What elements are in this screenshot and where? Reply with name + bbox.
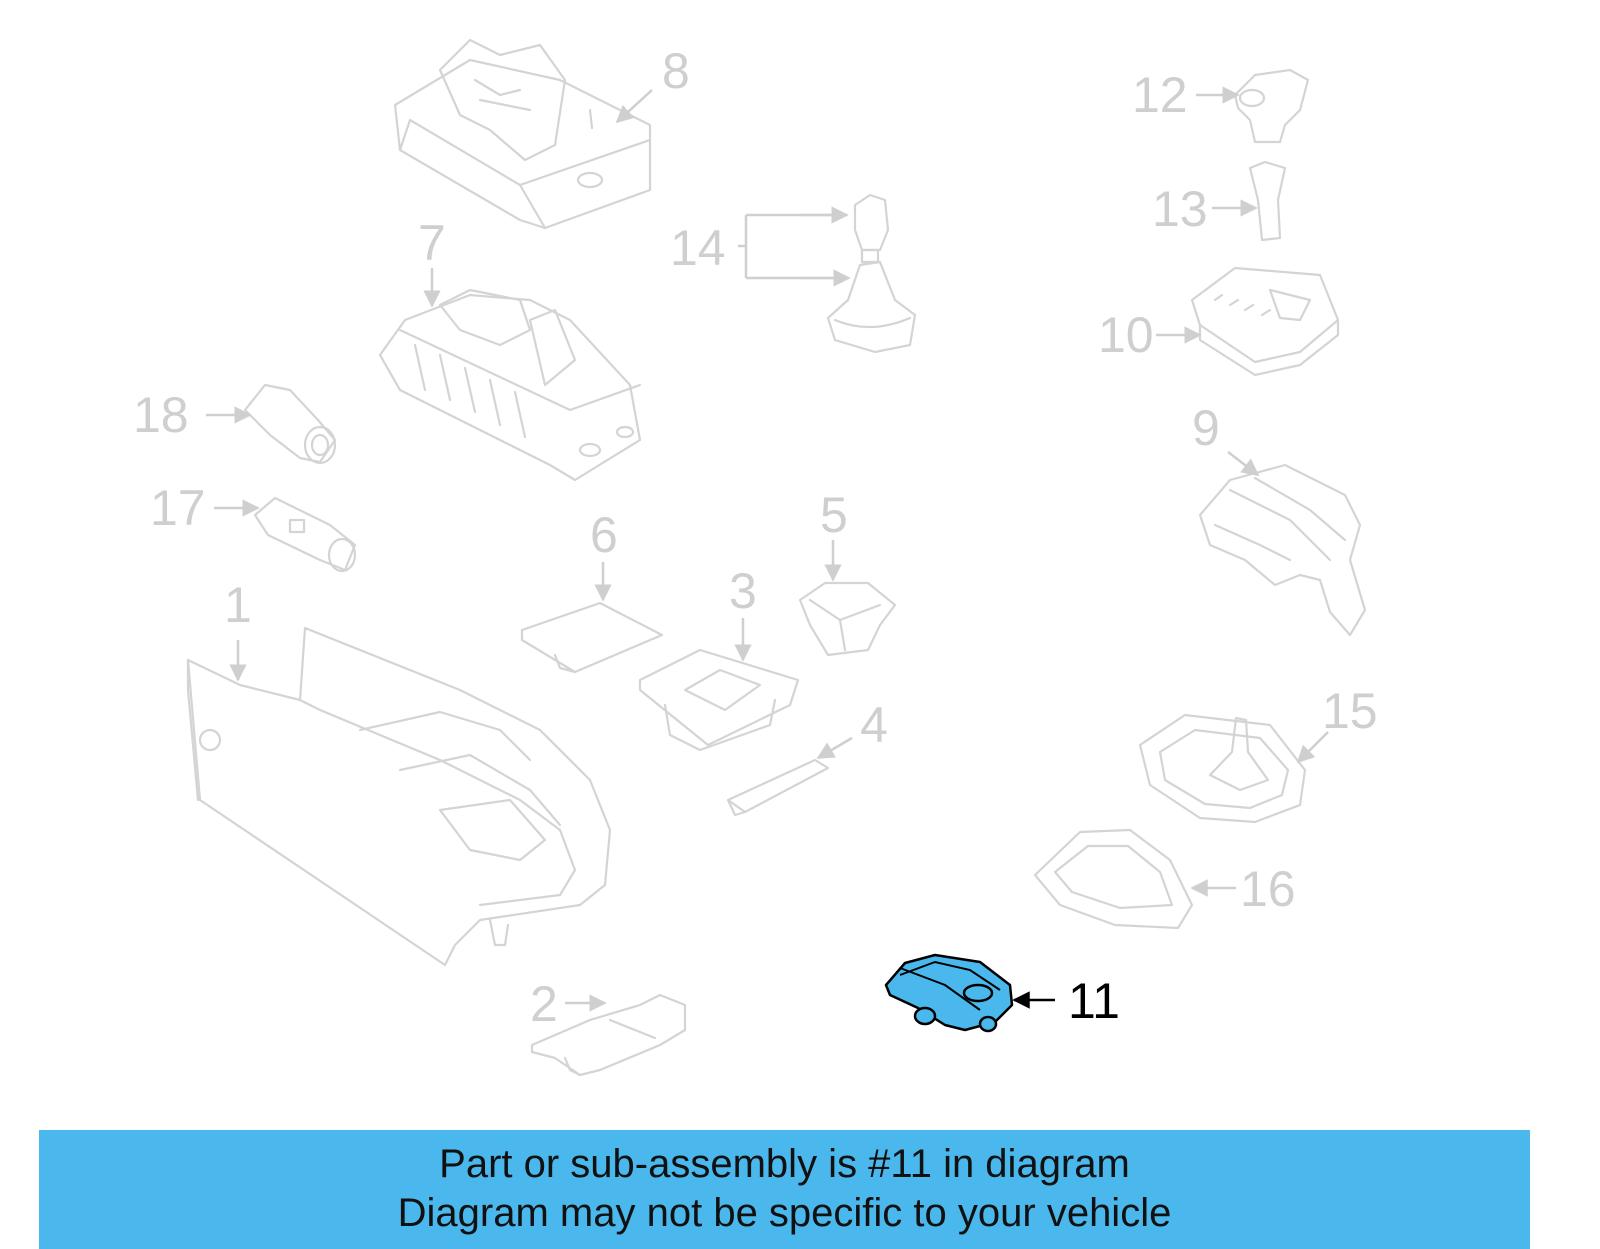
part-4-trim-strip [726,758,830,817]
info-banner: Part or sub-assembly is #11 in diagram D… [39,1130,1530,1249]
part-9-shift-gate [1198,463,1367,637]
part-5-cup-holder [798,581,897,657]
part-2-bracket [530,993,687,1077]
callout-17: 17 [150,480,206,536]
part-13-knob-insert [1248,160,1287,242]
parts-diagram: 8 7 14 12 13 10 [133,38,1378,1077]
callout-12: 12 [1132,67,1188,123]
callout-10: 10 [1098,307,1154,363]
callout-7: 7 [418,215,446,271]
leader-14 [738,213,848,280]
callout-13: 13 [1152,181,1208,237]
part-12-knob [1233,68,1310,144]
callout-3: 3 [729,563,757,619]
leader-15 [1296,731,1329,764]
part-1-center-console [186,626,612,967]
callout-16: 16 [1240,861,1296,917]
callout-9: 9 [1192,400,1220,456]
callout-1: 1 [224,577,252,633]
leader-4 [816,736,853,760]
banner-line-2: Diagram may not be specific to your vehi… [397,1191,1172,1235]
part-17-lighter [253,496,357,573]
leader-8 [615,89,653,124]
part-7-shifter-base [378,288,642,482]
part-8-shifter-housing [393,38,652,230]
banner-line-1: Part or sub-assembly is #11 in diagram [439,1142,1130,1186]
part-11-highlighted-cover[interactable] [884,953,1014,1033]
callout-18: 18 [133,387,189,443]
callout-4: 4 [860,697,888,753]
part-6-cover-panel [520,601,664,674]
callout-11: 11 [1068,973,1120,1029]
leader-9 [1227,451,1260,477]
part-16-bezel-frame [1033,828,1194,930]
part-3-tray [638,648,800,752]
part-14-knob-and-boot [826,193,917,354]
part-15-boot-frame [1138,713,1307,824]
part-18-socket [243,383,337,465]
callout-14: 14 [670,220,726,276]
callout-15: 15 [1322,683,1378,739]
callout-8: 8 [662,43,690,99]
callout-6: 6 [590,507,618,563]
part-10-indicator-plate [1190,266,1340,377]
callout-2: 2 [530,976,558,1032]
callout-5: 5 [820,487,848,543]
